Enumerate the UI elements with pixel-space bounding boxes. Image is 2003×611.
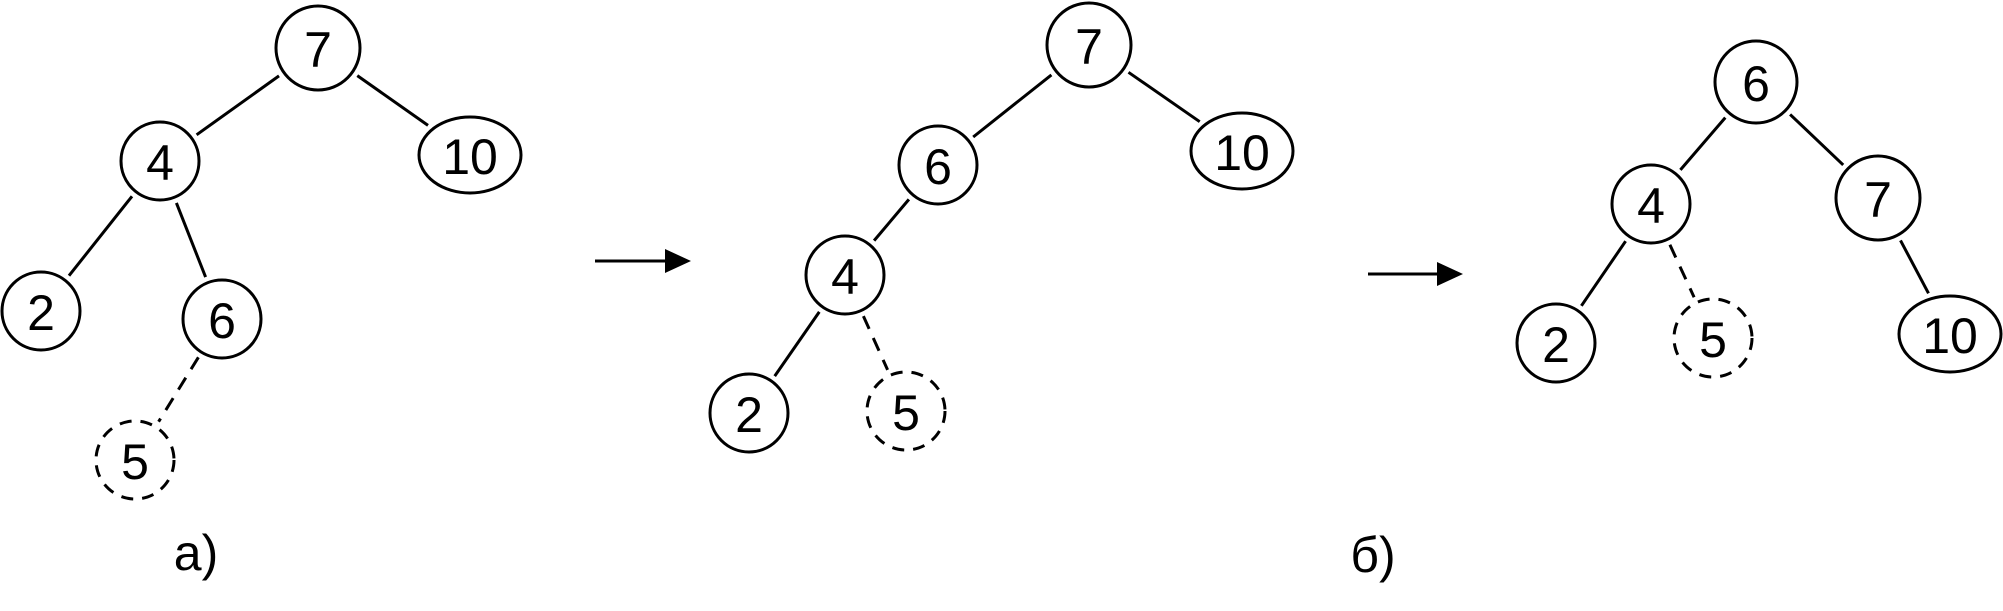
node-6-circle <box>181 278 263 360</box>
node-5: 5 <box>1672 297 1754 379</box>
node-7-label: 7 <box>1075 19 1103 75</box>
node-5-circle <box>1672 297 1754 379</box>
node-4-label: 4 <box>146 135 174 191</box>
node-4-label: 4 <box>831 249 859 305</box>
node-5-label: 5 <box>1699 312 1727 368</box>
edge-6-4 <box>872 198 911 242</box>
tree-1-edges <box>67 74 429 423</box>
node-7-label: 7 <box>304 22 332 78</box>
edge-4-6 <box>175 202 207 278</box>
edge-6-4 <box>1679 116 1727 171</box>
node-6-label: 6 <box>208 293 236 349</box>
node-5: 5 <box>865 370 947 452</box>
node-7-circle <box>1834 154 1922 242</box>
node-4: 4 <box>119 120 201 202</box>
node-5-label: 5 <box>121 434 149 490</box>
node-7: 7 <box>1045 1 1133 89</box>
edge-7-6 <box>972 73 1053 139</box>
edge-6-7 <box>1789 113 1845 166</box>
edge-7-4 <box>195 74 280 137</box>
node-10-label: 10 <box>442 129 498 185</box>
tree-3: 6 4 7 2 5 10 <box>1515 39 2003 384</box>
panel-label-b: б) <box>1350 527 1395 583</box>
node-10-label: 10 <box>1214 125 1270 181</box>
tree-2-edges <box>773 71 1201 377</box>
node-2-label: 2 <box>735 387 763 443</box>
transition-arrow-2 <box>1368 262 1463 286</box>
node-6-label: 6 <box>1742 56 1770 112</box>
node-10-circle <box>1189 111 1295 191</box>
node-10-circle <box>417 115 523 195</box>
node-6: 6 <box>1713 39 1799 125</box>
edge-7-10 <box>1899 239 1930 295</box>
node-2-circle <box>1515 302 1597 384</box>
panel-label-a: а) <box>174 525 218 581</box>
node-4-circle <box>119 120 201 202</box>
node-6: 6 <box>181 278 263 360</box>
node-10: 10 <box>1189 111 1295 191</box>
node-5-label: 5 <box>892 385 920 441</box>
tree-1: 7 4 10 2 6 5 <box>0 4 523 501</box>
node-5-circle <box>94 419 176 501</box>
edge-4-2 <box>1580 240 1627 307</box>
node-10: 10 <box>1897 294 2003 374</box>
node-4-label: 4 <box>1637 178 1665 234</box>
edge-7-10 <box>356 74 429 127</box>
node-2-circle <box>0 270 82 352</box>
trees-layer: 7 4 10 2 6 5 7 6 10 4 2 5 6 4 7 2 5 10 <box>0 1 2003 501</box>
node-2: 2 <box>1515 302 1597 384</box>
node-10: 10 <box>417 115 523 195</box>
edge-4-2 <box>67 195 134 277</box>
node-7: 7 <box>274 4 362 92</box>
node-5: 5 <box>94 419 176 501</box>
node-4: 4 <box>804 234 886 316</box>
node-6: 6 <box>897 124 979 206</box>
node-10-circle <box>1897 294 2003 374</box>
node-4: 4 <box>1610 163 1692 245</box>
node-6-circle <box>897 124 979 206</box>
node-2-label: 2 <box>1542 317 1570 373</box>
tree-2: 7 6 10 4 2 5 <box>708 1 1295 454</box>
node-10-label: 10 <box>1922 308 1978 364</box>
node-2: 2 <box>0 270 82 352</box>
edge-4-5 <box>1668 244 1696 298</box>
node-7-label: 7 <box>1864 172 1892 228</box>
edge-4-2 <box>773 311 821 377</box>
edge-6-5 <box>157 356 200 423</box>
node-7: 7 <box>1834 154 1922 242</box>
node-2-circle <box>708 372 790 454</box>
node-2: 2 <box>708 372 790 454</box>
node-4-circle <box>804 234 886 316</box>
node-6-label: 6 <box>924 139 952 195</box>
node-4-circle <box>1610 163 1692 245</box>
transition-arrow-1 <box>595 249 691 273</box>
edge-4-5 <box>862 315 889 371</box>
node-7-circle <box>1045 1 1133 89</box>
node-7-circle <box>274 4 362 92</box>
node-5-circle <box>865 370 947 452</box>
edge-7-10 <box>1127 71 1201 123</box>
tree-3-edges <box>1580 113 1930 307</box>
node-2-label: 2 <box>27 285 55 341</box>
node-6-circle <box>1713 39 1799 125</box>
